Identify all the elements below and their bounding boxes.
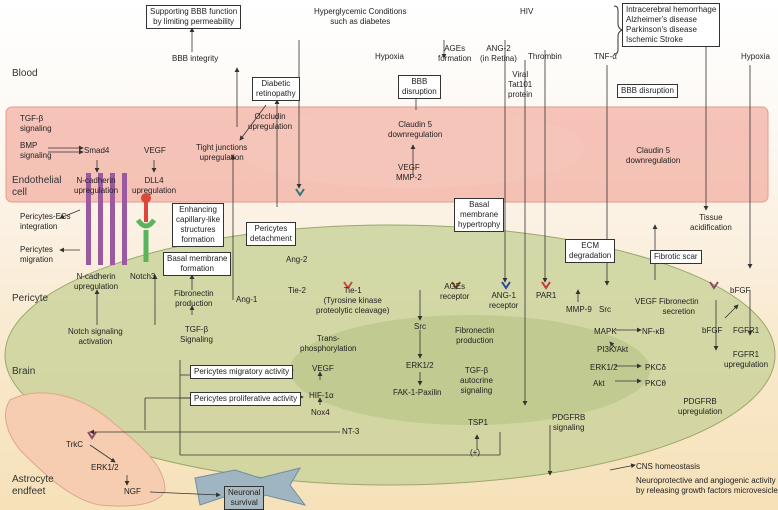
hypoxia-left-label: Hypoxia xyxy=(375,52,404,61)
bfgf-top-label: bFGF xyxy=(730,286,751,295)
tgfb-signaling-label: TGF-β signaling xyxy=(20,114,52,133)
occludin-label: Occludin upregulation xyxy=(248,112,293,131)
smad4-label: Smad4 xyxy=(84,146,110,155)
bbb-disruption-box-1: BBB disruption xyxy=(398,75,441,99)
src-right-label: Src xyxy=(599,305,611,314)
plus-label: (+) xyxy=(470,448,480,457)
pkcd-label: PKCδ xyxy=(645,363,666,372)
trkc-label: TrkC xyxy=(66,440,84,449)
bbb-integrity-label: BBB integrity xyxy=(172,54,219,63)
tight-junctions-label: Tight junctions upregulation xyxy=(196,143,248,162)
ncadherin-low-label: N-cadherin upregulation xyxy=(74,272,119,291)
bbb-disruption-box-2: BBB disruption xyxy=(617,84,678,98)
erk12-mid-label: ERK1/2 xyxy=(406,361,434,370)
tgfb-autocrine-label: TGF-β autocrine signaling xyxy=(460,366,493,395)
akt-label: Akt xyxy=(593,379,605,388)
bfgf-mid-label: bFGF xyxy=(702,326,723,335)
tnf-label: TNF-α xyxy=(594,52,617,61)
claudin5-mid-label: Claudin 5 downregulation xyxy=(388,120,443,139)
pdgfrb-up-label: PDGFRB upregulation xyxy=(678,397,723,416)
pi3k-label: PI3K/Akt xyxy=(597,345,629,354)
neuronal-survival-box: Neuronal survival xyxy=(224,486,265,510)
ages-formation-label: AGEs formation xyxy=(438,44,472,63)
fgfr1-label: FGFR1 xyxy=(733,326,760,335)
ang2-retina-label: ANG-2 (in Retina) xyxy=(480,44,517,63)
mmp9-label: MMP-9 xyxy=(566,305,592,314)
diseases-box: Intracerebral hemorrhage Alzheimer's dis… xyxy=(622,3,721,47)
fibronectin-prod-mid-label: Fibronectin production xyxy=(455,326,495,345)
ncadherin-top-label: N-cadherin upregulation xyxy=(74,176,119,195)
viral-tat-label: Viral Tat101 protein xyxy=(508,70,533,99)
region-brain: Brain xyxy=(12,366,36,377)
fgfr1-up-label: FGFR1 upregulation xyxy=(724,350,769,369)
pdgfrb-sig-label: PDGFRB signaling xyxy=(552,413,586,432)
astrocyte-endfoot xyxy=(5,392,166,507)
basal-membrane-hyper-box: Basal membrane hypertrophy xyxy=(454,198,505,232)
pericytes-ecs-label: Pericytes-ECs integration xyxy=(20,212,71,231)
basal-membrane-form-box: Basal membrane formation xyxy=(163,252,232,276)
ecm-degradation-box: ECM degradation xyxy=(565,239,616,263)
proliferative-box: Pericytes proliferative activity xyxy=(190,392,302,406)
fak-label: FAK-1-Paxilin xyxy=(393,388,442,397)
nt3-label: NT-3 xyxy=(342,427,360,436)
region-pericyte: Pericyte xyxy=(12,293,49,304)
fibronectin-prod-left-label: Fibronectin production xyxy=(174,289,214,308)
ang1-receptor-label: ANG-1 receptor xyxy=(489,291,519,310)
hypoxia-right-label: Hypoxia xyxy=(741,52,770,61)
vegf-low-label: VEGF xyxy=(312,364,334,373)
diabetic-retinopathy-box: Diabetic retinopathy xyxy=(252,77,300,101)
vegf-top-label: VEGF xyxy=(144,146,166,155)
tsp1-label: TSP1 xyxy=(468,418,489,427)
region-endothelial: Endothelial cell xyxy=(12,175,62,198)
pkct-label: PKCθ xyxy=(645,379,666,388)
pericyte-nucleus xyxy=(290,315,650,425)
ages-receptor-label: AGEs receptor xyxy=(440,282,470,301)
trans-phos-label: Trans- phosphorylation xyxy=(300,334,357,353)
region-astrocyte: Astrocyte endfeet xyxy=(12,474,54,497)
migratory-box: Pericytes migratory activity xyxy=(190,365,294,379)
endothelial-inner xyxy=(235,108,585,188)
vegf-mmp2-label: VEGF MMP-2 xyxy=(396,163,422,182)
fibrotic-scar-box: Fibrotic scar xyxy=(650,250,702,264)
nox4-label: Nox4 xyxy=(311,408,330,417)
pericytes-migration-label: Pericytes migration xyxy=(20,245,53,264)
erk12-right-label: ERK1/2 xyxy=(590,363,618,372)
dll4-label: DLL4 upregulation xyxy=(132,176,177,195)
src-mid-label: Src xyxy=(414,322,426,331)
erk12-astro-label: ERK1/2 xyxy=(91,463,119,472)
bmp-signaling-label: BMP signaling xyxy=(20,141,52,160)
vegf-right-label: VEGF xyxy=(635,297,657,306)
tie2-label: Tie-2 xyxy=(288,286,306,295)
neuroprotective-label: Neuroprotective and angiogenic activity … xyxy=(636,476,778,495)
claudin5-right-label: Claudin 5 downregulation xyxy=(626,146,681,165)
tgfb-sig-low-label: TGF-β Signaling xyxy=(180,325,213,344)
supporting-bbb-box: Supporting BBB function by limiting perm… xyxy=(146,5,242,29)
nfkb-label: NF-κB xyxy=(642,327,665,336)
pericytes-detachment-box: Pericytes detachment xyxy=(246,222,296,246)
region-blood: Blood xyxy=(12,68,38,79)
notch-activation-label: Notch signaling activation xyxy=(68,327,123,346)
hiv-label: HIV xyxy=(520,7,534,16)
cns-homeostasis-label: CNS homeostasis xyxy=(636,462,701,471)
ngf-label: NGF xyxy=(124,487,141,496)
mapk-label: MAPK xyxy=(594,327,617,336)
tissue-acid-label: Tissue acidification xyxy=(690,213,732,232)
par1-label: PAR1 xyxy=(536,291,557,300)
fibronectin-secretion-label: Fibronectin secretion xyxy=(659,297,699,316)
tie1-label: Tie-1 (Tyrosine kinase proteolytic cleav… xyxy=(316,286,390,315)
ang1-label: Ang-1 xyxy=(236,295,258,304)
ang2-mid-label: Ang-2 xyxy=(286,255,308,264)
hif-label: HIF-1α xyxy=(309,391,334,400)
enhancing-capillary-box: Enhancing capillary-like structures form… xyxy=(172,203,225,247)
notch3-label: Notch3 xyxy=(130,272,156,281)
thrombin-label: Thrombin xyxy=(528,52,562,61)
hyperglycemic-label: Hyperglycemic Conditions such as diabete… xyxy=(314,7,407,26)
